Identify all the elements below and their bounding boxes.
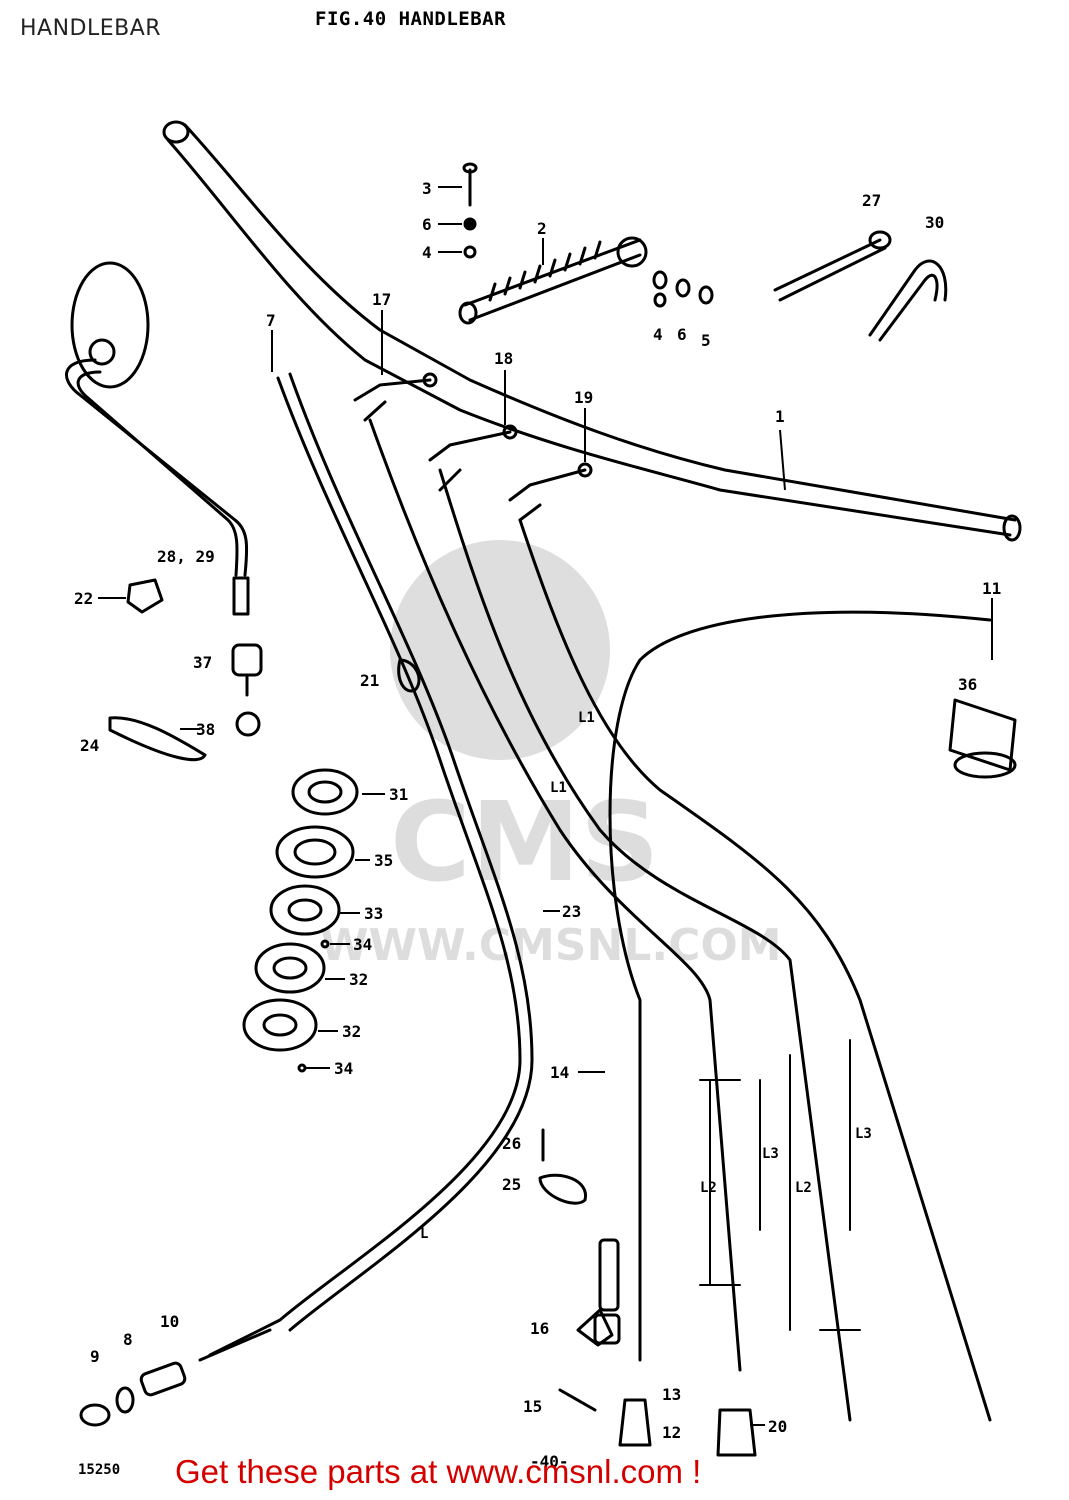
label-4: 4 [422, 243, 432, 262]
watermark-logo: CMS [390, 778, 659, 906]
label-19: 19 [574, 388, 593, 407]
mirror-part[interactable] [65, 261, 250, 616]
label-24: 24 [80, 736, 99, 755]
label-12: 12 [662, 1423, 681, 1442]
lever-brackets[interactable] [353, 372, 593, 522]
rod-part[interactable] [773, 230, 892, 302]
label-34: 34 [353, 935, 372, 954]
dim-l3: L3 [762, 1146, 779, 1162]
clip-part[interactable] [868, 259, 948, 342]
label-18: 18 [494, 349, 513, 368]
label-25: 25 [502, 1175, 521, 1194]
label-20: 20 [768, 1417, 787, 1436]
label-4b: 4 [653, 325, 663, 344]
label-15: 15 [523, 1397, 542, 1416]
label-38: 38 [196, 720, 215, 739]
label-11: 11 [982, 579, 1001, 598]
grip-part[interactable] [948, 698, 1017, 779]
dim-l2b: L2 [795, 1180, 812, 1196]
bolt-part[interactable] [462, 162, 478, 259]
label-17: 17 [372, 290, 391, 309]
label-23: 23 [562, 902, 581, 921]
page-title: HANDLEBAR [20, 16, 162, 41]
dim-l3b: L3 [855, 1126, 872, 1142]
throttle-end-parts[interactable] [79, 1328, 272, 1427]
label-6: 6 [422, 215, 432, 234]
label-32b: 32 [342, 1022, 361, 1041]
label-14: 14 [550, 1063, 569, 1082]
leader-lines [98, 186, 993, 1426]
label-9: 9 [90, 1347, 100, 1366]
label-33: 33 [364, 904, 383, 923]
label-26: 26 [502, 1134, 521, 1153]
label-21: 21 [360, 671, 379, 690]
washer-nut-set[interactable] [652, 270, 714, 308]
label-27: 27 [862, 191, 881, 210]
spring-part[interactable] [458, 236, 648, 325]
dim-l2: L2 [700, 1180, 717, 1196]
label-2: 2 [537, 219, 547, 238]
throttle-cable[interactable] [208, 372, 534, 1357]
label-37: 37 [193, 653, 212, 672]
page-number: -40- [530, 1452, 569, 1471]
page-code: 15250 [78, 1462, 121, 1478]
watermark-url: WWW.CMSNL.COM [320, 920, 782, 971]
label-31: 31 [389, 785, 408, 804]
label-3: 3 [422, 179, 432, 198]
label-16: 16 [530, 1319, 549, 1338]
small-parts-left[interactable] [108, 578, 421, 762]
label-8: 8 [123, 1330, 133, 1349]
label-13: 13 [662, 1385, 681, 1404]
watermark: CMS WWW.CMSNL.COM [320, 540, 782, 971]
label-22: 22 [74, 589, 93, 608]
label-34b: 34 [334, 1059, 353, 1078]
label-35: 35 [374, 851, 393, 870]
dim-l: L [420, 1226, 428, 1242]
label-36: 36 [958, 675, 977, 694]
clutch-cable[interactable] [368, 418, 992, 1422]
label-5: 5 [701, 331, 711, 350]
dim-l1a: L1 [578, 710, 595, 726]
dim-l1b: L1 [550, 780, 567, 796]
figure-title: FIG.40 HANDLEBAR [315, 8, 507, 30]
handlebar-part[interactable] [162, 120, 1022, 542]
label-1: 1 [775, 407, 785, 426]
label-10: 10 [160, 1312, 179, 1331]
switch-housing-stack[interactable] [242, 768, 359, 1073]
footer-parts-link[interactable]: Get these parts at www.cmsnl.com ! [175, 1453, 702, 1490]
label-30: 30 [925, 213, 944, 232]
banjo-parts[interactable] [538, 1128, 614, 1412]
part-labels: 3 6 4 2 4 6 5 27 30 17 7 18 19 1 28, 29 … [74, 179, 1001, 1442]
label-28-29: 28, 29 [157, 547, 215, 566]
label-32: 32 [349, 970, 368, 989]
cable-adjuster[interactable] [593, 1238, 757, 1457]
dimension-markers [699, 1039, 861, 1331]
label-7: 7 [266, 311, 276, 330]
label-6b: 6 [677, 325, 687, 344]
